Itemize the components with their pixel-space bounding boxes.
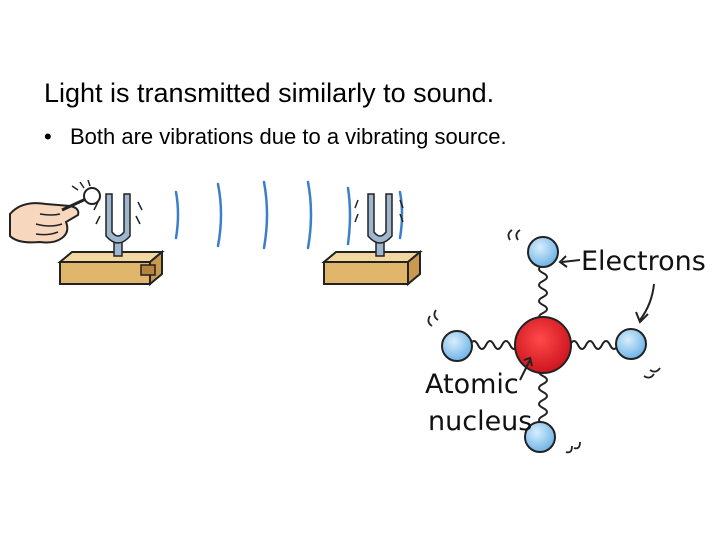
tuning-fork-right: [321, 193, 423, 287]
nucleus: [514, 316, 572, 374]
bullet-text: Both are vibrations due to a vibrating s…: [70, 124, 507, 149]
electron-left: [441, 330, 473, 362]
electron-bottom: [524, 421, 556, 453]
electrons-label: Electrons: [581, 246, 706, 277]
slide-title: Light is transmitted similarly to sound.: [44, 78, 495, 108]
tuning-fork-left: [57, 193, 165, 287]
bullet-item: • Both are vibrations due to a vibrating …: [44, 124, 507, 150]
atom-diagram: Electrons Atomic nucleus: [425, 229, 706, 454]
sound-waves: [174, 180, 404, 250]
bullet-marker: •: [44, 124, 52, 149]
nucleus-label-line1: Atomic: [425, 369, 519, 400]
hand-with-mallet: [9, 179, 101, 244]
springs: [469, 264, 619, 425]
nucleus-label-line2: nucleus: [428, 406, 532, 437]
electron-top: [527, 236, 559, 268]
motion-marks: [427, 229, 661, 454]
electron-right: [615, 328, 647, 360]
label-arrows: [519, 255, 655, 381]
